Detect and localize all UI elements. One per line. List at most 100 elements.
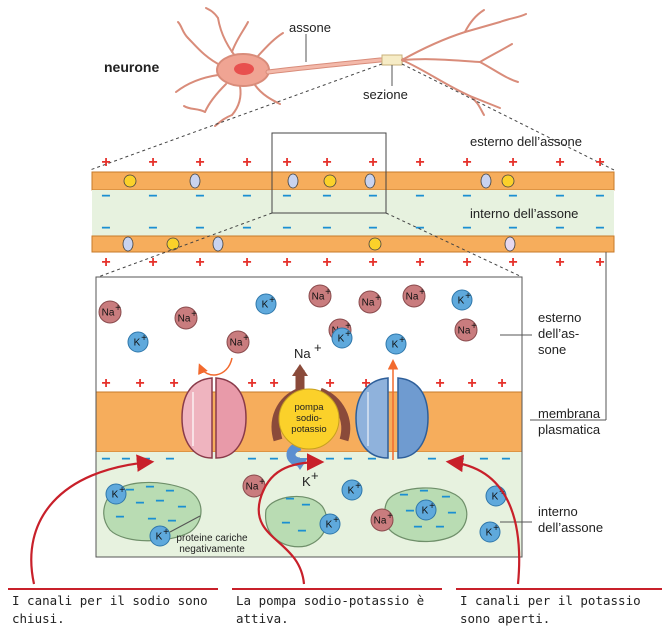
minus-charge: − xyxy=(269,451,278,468)
svg-text:K: K xyxy=(262,300,269,311)
minus-charge: − xyxy=(368,220,377,237)
plus-charge: + xyxy=(247,375,256,392)
plus-charge: + xyxy=(148,154,157,171)
svg-text:+: + xyxy=(355,481,361,492)
sodium-ion: Na+ xyxy=(402,284,426,308)
neuron-illustration xyxy=(175,7,527,127)
membrane-label-1: membrana xyxy=(538,406,601,421)
minus-charge: − xyxy=(195,220,204,237)
protein-minus: − xyxy=(301,497,310,514)
minus-charge: − xyxy=(242,188,251,205)
sodium-ion: Na+ xyxy=(358,290,382,314)
minus-charge: − xyxy=(462,220,471,237)
potassium-ion: K+ xyxy=(255,293,277,315)
zoom-box xyxy=(271,132,387,214)
plus-charge: + xyxy=(467,375,476,392)
sodium-ion: Na+ xyxy=(174,306,198,330)
plus-charge: + xyxy=(368,154,377,171)
svg-text:+: + xyxy=(314,340,322,355)
caption-potassium-channels: I canali per il potassio sono aperti. xyxy=(460,593,641,626)
caption-sodium-channels: I canali per il sodio sono chiusi. xyxy=(12,593,208,626)
protein-minus: − xyxy=(147,511,156,528)
plus-charge: + xyxy=(242,254,251,271)
sodium-blocked-arrow xyxy=(198,357,233,376)
svg-text:Na: Na xyxy=(406,292,419,303)
potassium-ion: K+ xyxy=(415,499,437,521)
minus-charge: − xyxy=(595,220,604,237)
protein-minus: − xyxy=(167,513,176,530)
svg-text:Na: Na xyxy=(312,292,325,303)
negative-proteins xyxy=(103,481,468,548)
svg-text:+: + xyxy=(387,511,393,522)
plus-charge: + xyxy=(415,254,424,271)
potassium-ion: K+ xyxy=(149,525,171,547)
minus-charge: − xyxy=(595,188,604,205)
svg-text:Na: Na xyxy=(374,516,387,527)
protein-minus: − xyxy=(435,519,444,536)
plus-charge: + xyxy=(101,254,110,271)
minus-charge: − xyxy=(121,451,130,468)
plus-charge: + xyxy=(195,154,204,171)
svg-text:+: + xyxy=(141,333,147,344)
svg-text:+: + xyxy=(333,515,339,526)
svg-text:Na: Na xyxy=(458,326,471,337)
inner-negative-charges-top: −−−−−−−−−−−− xyxy=(101,188,604,205)
potassium-ion: K+ xyxy=(105,483,127,505)
plus-charge: + xyxy=(269,375,278,392)
svg-text:Na: Na xyxy=(294,346,311,361)
svg-text:+: + xyxy=(311,468,319,483)
svg-text:+: + xyxy=(345,321,351,332)
svg-text:K: K xyxy=(492,492,499,503)
svg-text:+: + xyxy=(115,303,121,314)
protein-minus: − xyxy=(115,509,124,526)
svg-text:Na: Na xyxy=(102,308,115,319)
protein-minus: − xyxy=(155,493,164,510)
svg-text:+: + xyxy=(345,329,351,340)
neuron-label: neurone xyxy=(104,59,159,75)
potassium-ion: K+ xyxy=(319,513,341,535)
minus-charge: − xyxy=(508,220,517,237)
outer-positive-charges-bottom: ++++++++++++ xyxy=(101,254,604,271)
svg-text:K: K xyxy=(326,520,333,531)
pump-k-label: K + xyxy=(302,468,319,489)
svg-text:K: K xyxy=(458,296,465,307)
svg-text:K: K xyxy=(302,474,311,489)
minus-charge: − xyxy=(322,220,331,237)
svg-text:K: K xyxy=(486,528,493,539)
minus-charge: − xyxy=(508,188,517,205)
svg-text:+: + xyxy=(419,287,425,298)
sodium-ion: Na+ xyxy=(454,318,478,342)
svg-text:+: + xyxy=(269,295,275,306)
potassium-ion: K+ xyxy=(451,289,473,311)
svg-text:+: + xyxy=(375,293,381,304)
svg-text:+: + xyxy=(259,477,265,488)
protein-minus: − xyxy=(447,505,456,522)
potassium-ion: K+ xyxy=(485,485,507,507)
outer-positive-charges-main: ++++++++++ xyxy=(101,375,506,392)
minus-charge: − xyxy=(101,220,110,237)
sodium-ion: Na+ xyxy=(98,300,122,324)
axon-label: assone xyxy=(289,20,331,35)
svg-text:+: + xyxy=(325,287,331,298)
caption-rule-2 xyxy=(232,588,442,590)
svg-text:K: K xyxy=(392,340,399,351)
plus-charge: + xyxy=(435,375,444,392)
plus-charge: + xyxy=(497,375,506,392)
plus-charge: + xyxy=(368,254,377,271)
potassium-channel-open xyxy=(355,377,429,459)
minus-charge: − xyxy=(501,451,510,468)
minus-charge: − xyxy=(479,451,488,468)
outside-axon-label-main-2: dell’as- xyxy=(538,326,579,341)
minus-charge: − xyxy=(368,188,377,205)
plus-charge: + xyxy=(555,254,564,271)
protein-minus: − xyxy=(135,495,144,512)
ions: Na+Na+Na+Na+Na+Na+Na+Na+K+K+K+K+K+Na+Na+… xyxy=(98,284,507,547)
sodium-ion: Na+ xyxy=(308,284,332,308)
svg-text:+: + xyxy=(429,501,435,512)
potassium-ion: K+ xyxy=(341,479,363,501)
potassium-ion: K+ xyxy=(331,327,353,349)
minus-charge: − xyxy=(427,451,436,468)
potassium-ion: K+ xyxy=(385,333,407,355)
sodium-channel-closed xyxy=(181,377,247,459)
